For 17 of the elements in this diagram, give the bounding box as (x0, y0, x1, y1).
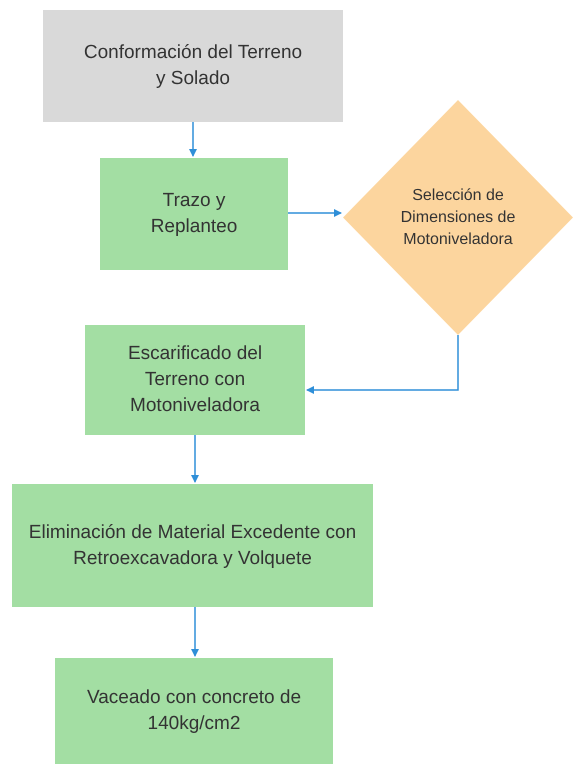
process-box (55, 658, 333, 764)
arrow (191, 435, 199, 483)
node-label: Escarificado del Terreno con Motoniveladora (126, 342, 264, 418)
node-label: Trazo y Replanteo (150, 189, 238, 239)
process-box (85, 325, 305, 435)
process-box (12, 484, 373, 607)
arrow (288, 209, 342, 217)
decision-diamond (343, 100, 573, 335)
process-box (100, 158, 288, 270)
process-box (43, 10, 343, 122)
node-label: Conformación del Terreno y Solado (82, 41, 304, 91)
node-label: Vaceado con concreto de 140kg/cm2 (86, 686, 302, 736)
arrow (191, 607, 199, 657)
arrow (306, 335, 459, 394)
node-label: Eliminación de Material Excedente con Retroexcavadora y Volquete (28, 520, 358, 570)
arrow (189, 122, 197, 157)
node-label: Selección de Dimensiones de Motoniveladora (400, 186, 516, 250)
